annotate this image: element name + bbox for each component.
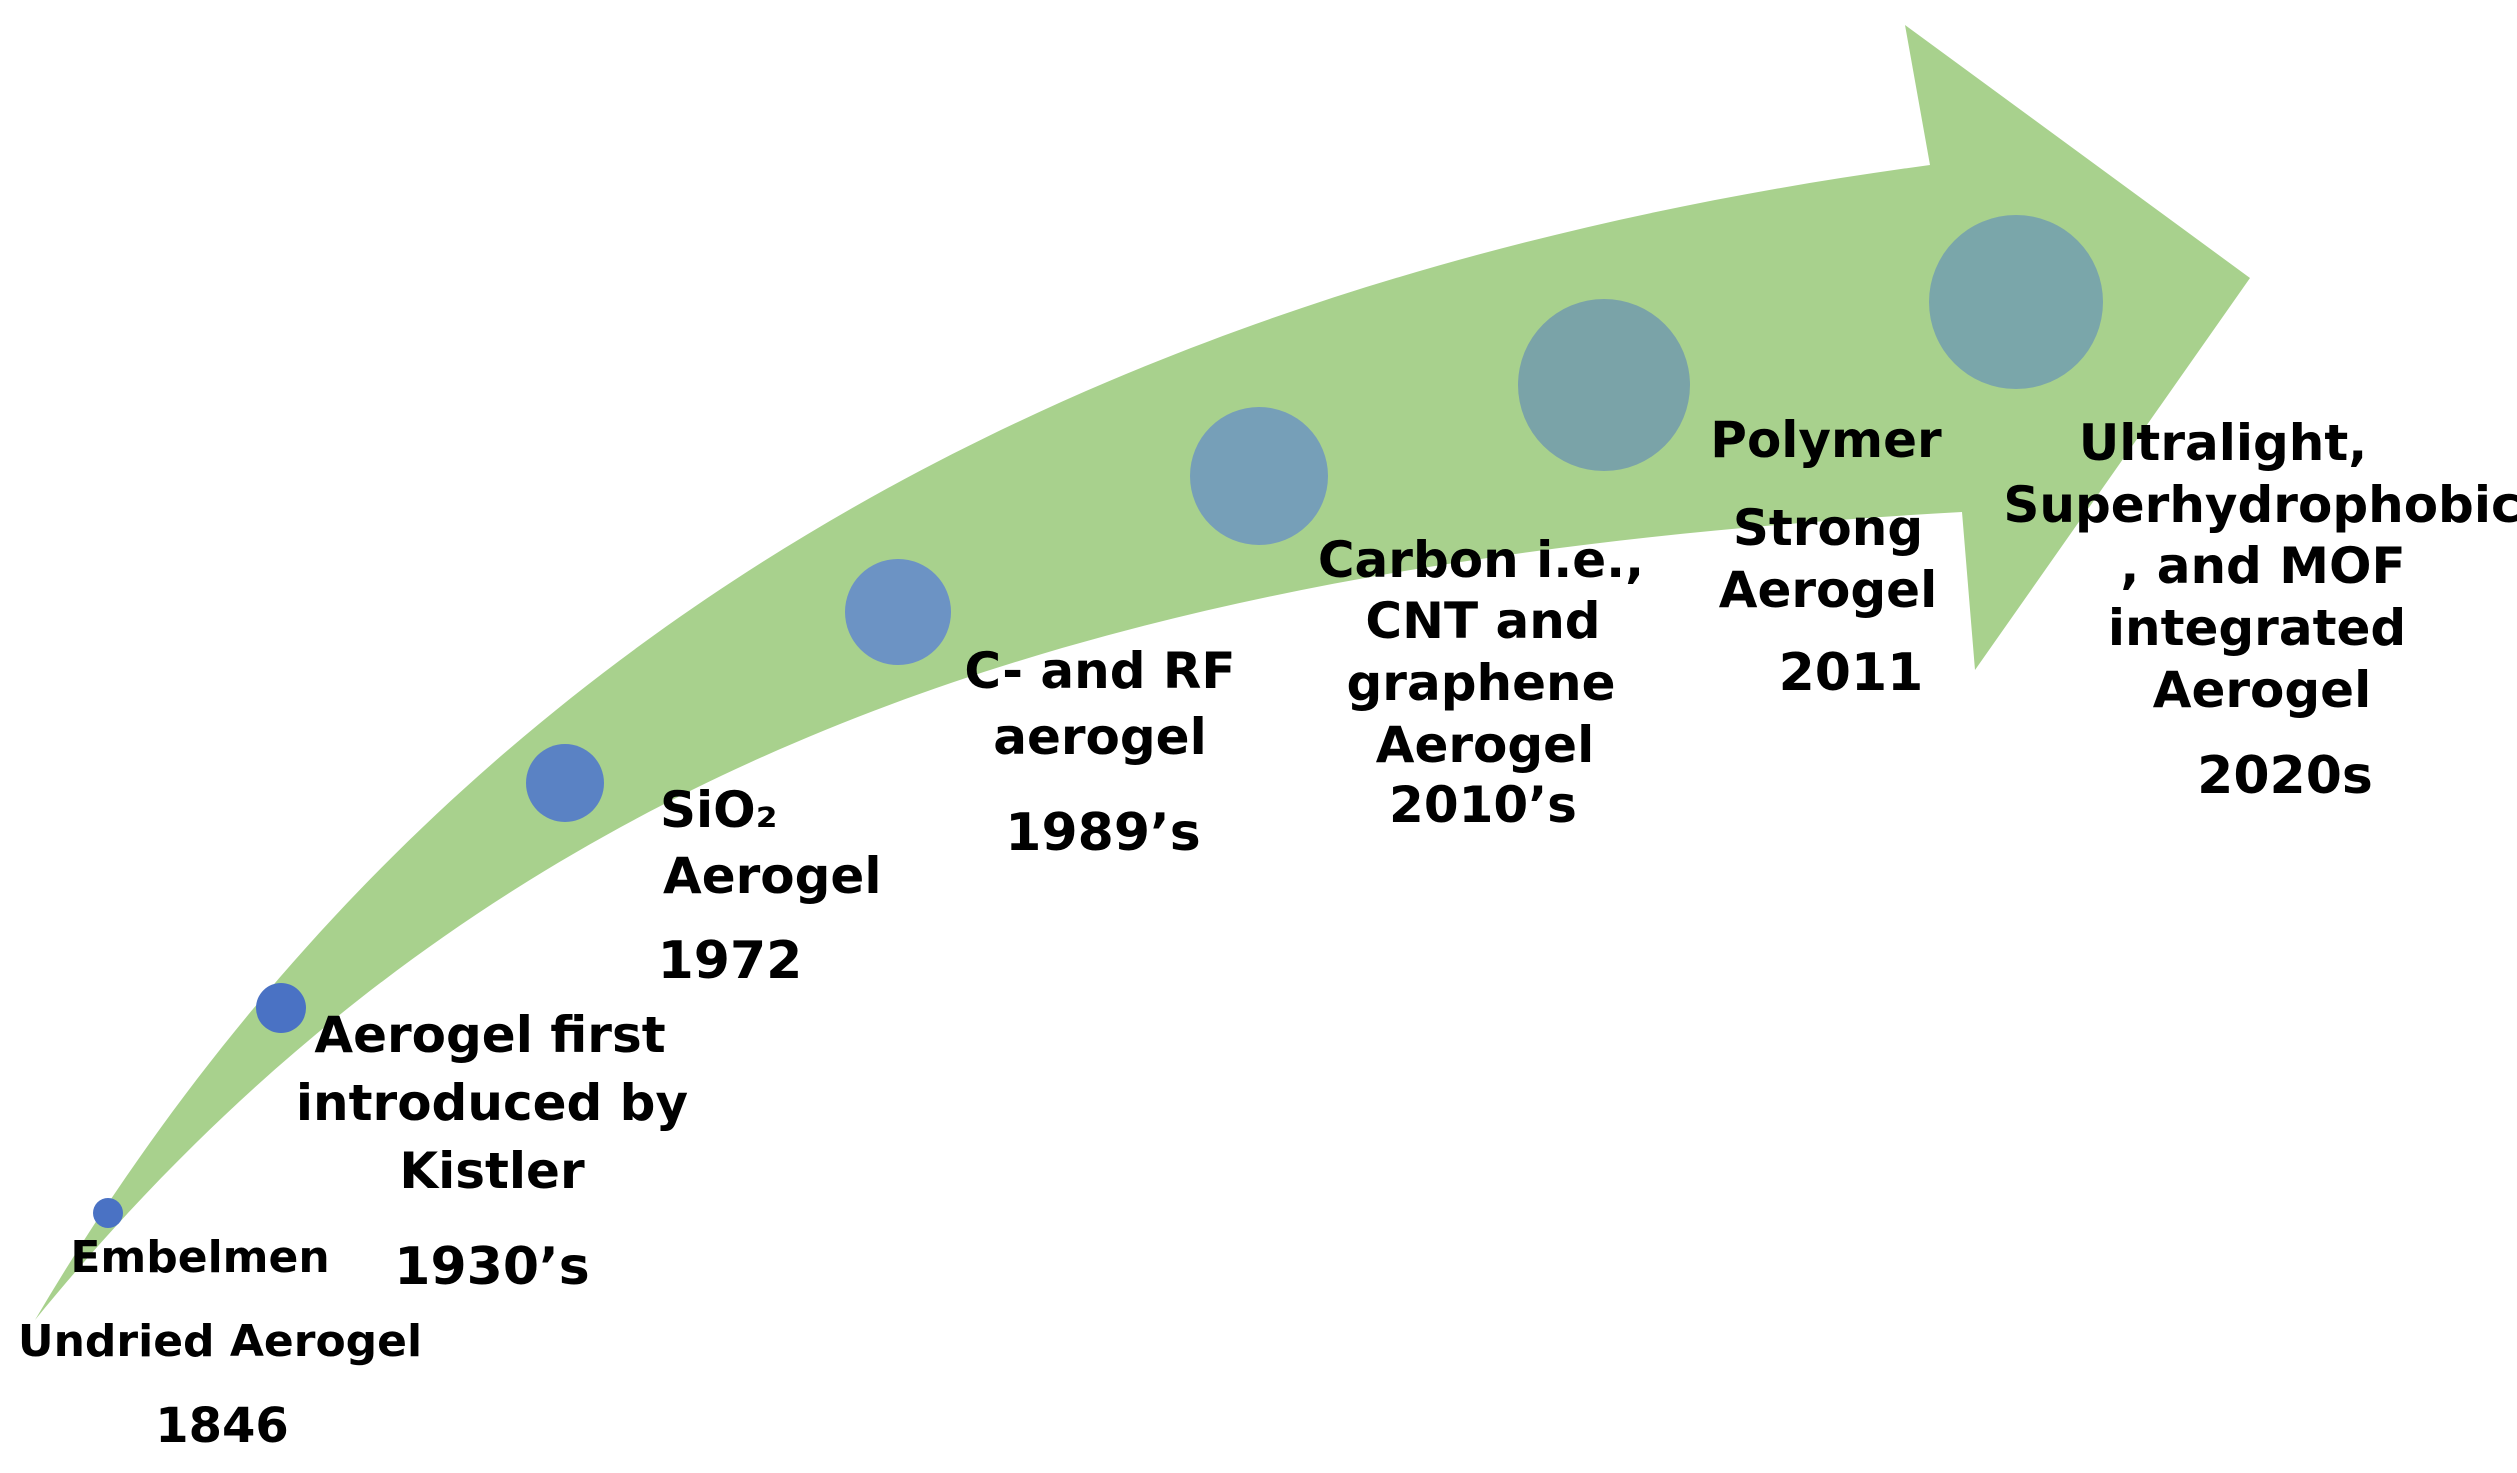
milestone-ultralight-2020s: Ultralight, Superhydrophobic , and MOF i… [1929,215,2517,806]
milestone-label-line: Polymer [1710,411,1942,469]
milestone-label-line: , and MOF [2120,537,2405,595]
milestone-year: 2011 [1779,643,1924,703]
milestone-year: 1972 [658,931,803,991]
milestone-label-line: Aerogel [2153,661,2371,719]
timeline-arrow [35,25,2250,1320]
milestone-dot [256,983,306,1033]
milestone-dot [93,1198,123,1228]
milestone-c-rf-1989s: C- and RF aerogel 1989’s [845,559,1236,863]
milestone-dot [1929,215,2103,389]
milestone-dot [1190,407,1328,545]
milestone-dot [526,744,604,822]
milestone-label-line: introduced by [296,1074,688,1132]
milestone-year: 1989’s [1005,803,1200,863]
milestone-label-line: CNT and [1365,592,1600,650]
milestone-kistler-1930s: Aerogel first introduced by Kistler 1930… [256,983,688,1297]
milestone-label-line: aerogel [993,708,1207,766]
milestone-label-line: Embelmen [70,1232,329,1283]
milestone-label-line: C- and RF [964,642,1235,700]
milestone-label-line: graphene [1347,654,1616,712]
milestone-sio2-1972: SiO₂ Aerogel 1972 [526,744,881,991]
milestone-label-line: Aerogel first [314,1006,665,1064]
milestone-year: 2020s [2197,746,2373,806]
milestone-label-line: Carbon i.e., [1318,531,1644,589]
milestone-label-line: Superhydrophobic [2003,476,2517,534]
milestone-polymer-2011: Polymer Strong Aerogel 2011 [1518,299,1942,703]
milestone-label-line: Strong [1733,499,1923,557]
milestone-carbon-2010s: Carbon i.e., CNT and graphene Aerogel 20… [1190,407,1644,834]
milestone-label-line: integrated [2108,599,2406,657]
milestone-label-line: Aerogel [663,847,881,905]
milestone-embelmen-1846: Embelmen Undried Aerogel 1846 [18,1198,422,1454]
milestone-label-line: Undried Aerogel [18,1316,422,1367]
milestone-year: 1846 [155,1398,289,1454]
milestone-label-line: Aerogel [1719,561,1937,619]
milestone-label-line: Aerogel [1376,716,1594,774]
milestone-dot [1518,299,1690,471]
milestone-label-line: SiO₂ [660,781,778,839]
milestone-dot [845,559,951,665]
milestone-year: 1930’s [394,1237,589,1297]
milestone-year: 2010’s [1389,776,1577,834]
milestone-label-line: Kistler [399,1142,585,1200]
milestone-label-line: Ultralight, [2079,414,2368,472]
